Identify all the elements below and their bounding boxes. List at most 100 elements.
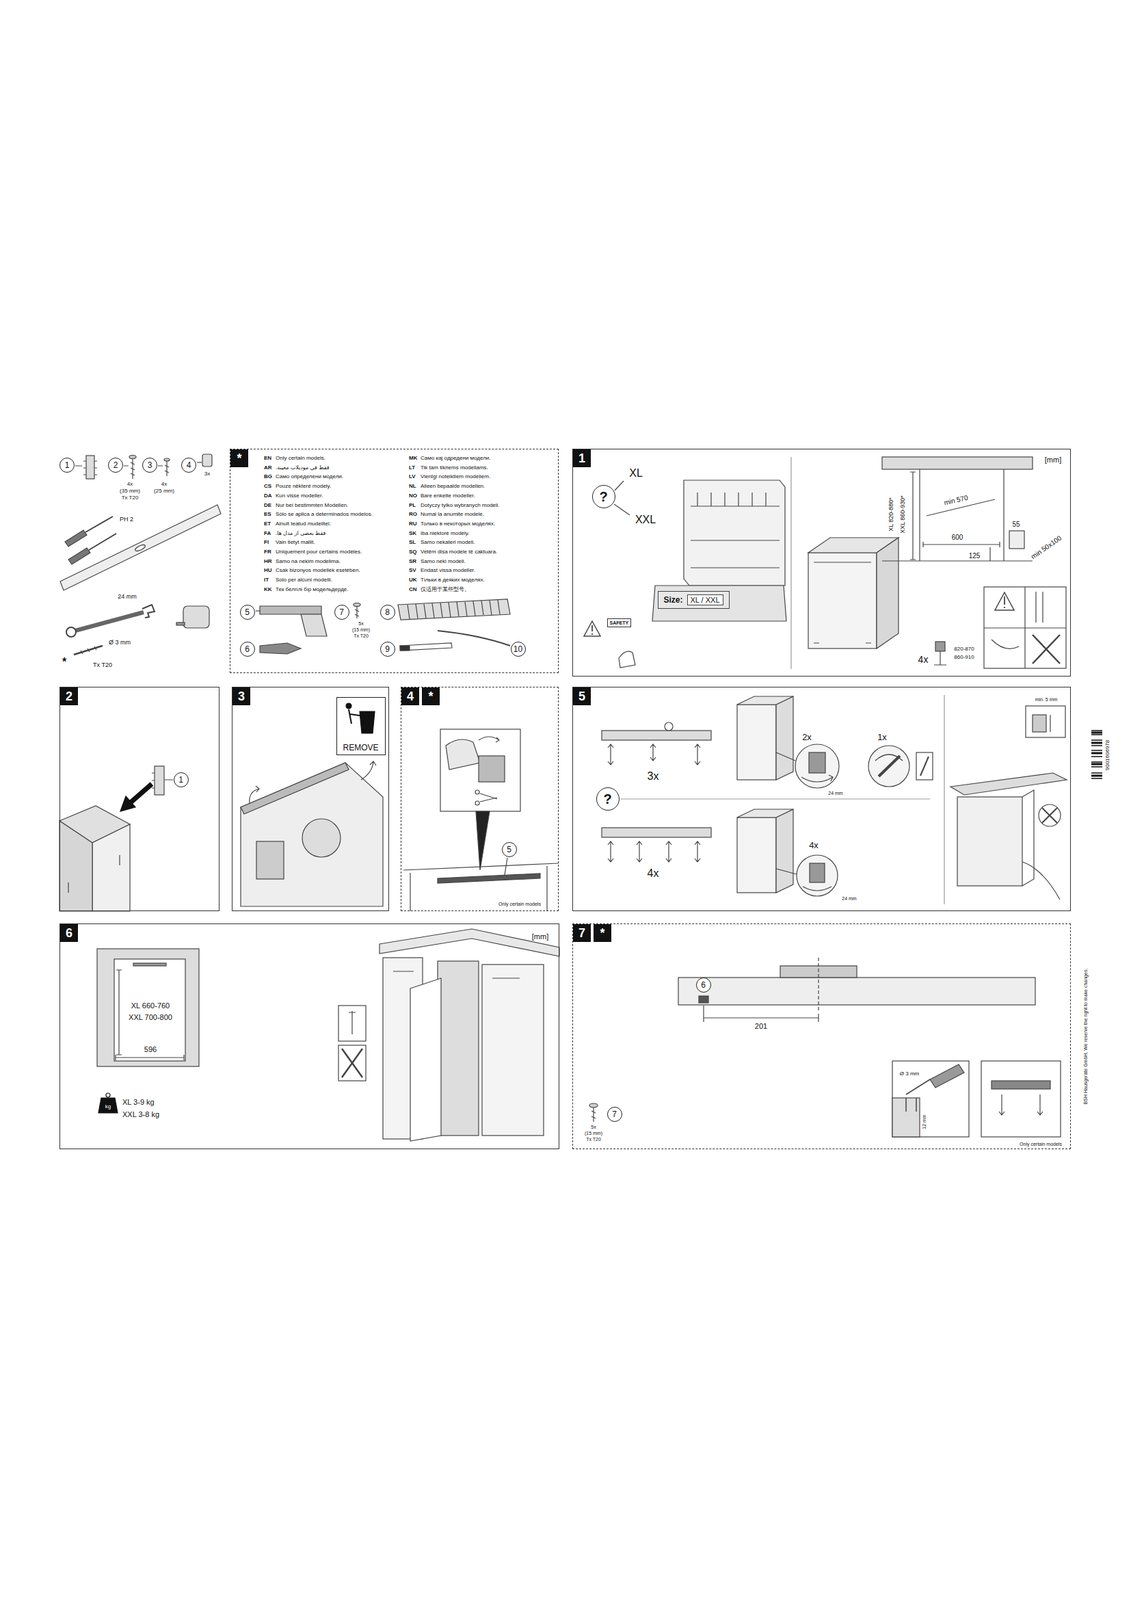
language-note: Само определени модели.: [274, 473, 344, 481]
language-code: SV: [408, 567, 418, 574]
dimension-label: XXL 700-800: [127, 1012, 174, 1021]
callout-text: 5: [244, 607, 250, 617]
language-code: CS: [263, 483, 273, 490]
step-panel: * 5 6 7 8 9 10: [229, 448, 559, 673]
language-code: MK: [408, 455, 418, 462]
bit-label: Tx T20: [352, 633, 370, 639]
language-note: Sólo se aplica a determinados modelos.: [274, 511, 374, 518]
step-tags: 7*: [573, 923, 615, 942]
language-note: Endast vissa modeller.: [419, 567, 476, 574]
dimension-label: XL 660-760: [130, 1001, 171, 1010]
note-label: Only certain models: [497, 901, 542, 907]
step-tags: *: [230, 449, 251, 468]
dimension-label: 201: [754, 1021, 768, 1030]
language-code: SL: [408, 539, 417, 546]
weight-label: XXL 3-8 kg: [121, 1109, 161, 1119]
step-panel: 6: [59, 923, 560, 1149]
bit-label: Tx T20: [121, 495, 140, 502]
dimension-label: 12 mm: [921, 1113, 928, 1129]
callout-text: 7: [611, 1109, 617, 1119]
callout-number: 6: [696, 977, 712, 993]
callout-text: 3: [147, 460, 153, 470]
language-code: EN: [263, 455, 273, 462]
barcode-number: 9001606978: [1105, 739, 1112, 772]
quantity-label: 2x: [801, 732, 813, 742]
callout-text: 10: [513, 644, 523, 654]
step-tags: 1: [573, 449, 594, 468]
language-code: HU: [263, 567, 273, 574]
callout-text: 7: [339, 607, 344, 617]
step-tags: 3: [232, 687, 254, 705]
dimension-label: min. 5 mm: [1034, 696, 1059, 703]
language-code: UK: [408, 577, 418, 584]
language-note: Samo neki modeli.: [419, 557, 467, 565]
size-sticker: Size:XL / XXL: [657, 590, 730, 609]
language-code: ES: [263, 511, 273, 518]
callout-text: 2: [113, 460, 119, 470]
language-note: Dotyczy tylko wybranych modeli.: [419, 501, 501, 509]
language-code: DE: [263, 501, 273, 509]
tool-label: 24 mm: [827, 790, 844, 796]
step-number: 1: [573, 449, 591, 468]
dimension-label: min 570: [942, 493, 969, 507]
quantity-label: 4x: [917, 654, 930, 665]
language-code: NO: [408, 492, 418, 499]
quantity-label: 5x: [590, 1124, 597, 1130]
language-code: DA: [263, 492, 273, 499]
size-text: Size:: [663, 594, 684, 605]
language-note: Uniquement pour certains modèles.: [274, 549, 363, 556]
language-note: Только в некоторых моделях.: [419, 520, 496, 527]
step-tags: 5: [573, 687, 594, 705]
step-panel: 5?: [572, 686, 1071, 911]
tool-label: Ø 3 mm: [108, 639, 132, 647]
quantity-label: 1x: [876, 732, 888, 742]
language-note: Kun visse modeller.: [274, 492, 324, 499]
question-mark: ?: [603, 791, 612, 806]
callout-number: 5: [501, 841, 517, 857]
note-label: Only certain models: [1018, 1141, 1063, 1147]
language-note: Samo na nekim modelima.: [274, 557, 342, 565]
quantity-label: 4x: [160, 481, 168, 488]
language-code: NL: [408, 483, 418, 490]
callout-text: 6: [244, 644, 250, 654]
quantity-label: 4x: [808, 840, 820, 850]
language-code: PL: [408, 501, 417, 509]
callout-text: 4: [186, 460, 192, 470]
step-number: *: [421, 687, 440, 705]
language-note: Тек белгілі бір модельдерде.: [274, 586, 350, 593]
question-circle: ?: [592, 484, 616, 509]
language-note: 仅适用于某些型号。: [419, 586, 471, 593]
callout-text: 1: [178, 775, 184, 784]
dimension-label: 600: [951, 533, 965, 541]
dimension-label: 125: [968, 551, 982, 560]
language-note: Alleen bepaalde modellen.: [419, 483, 486, 490]
language-code: SQ: [408, 549, 418, 556]
length-label: (15 mm): [351, 627, 371, 633]
language-code: LT: [408, 464, 416, 471]
language-note: Solo per alcuni modelli.: [274, 577, 334, 584]
language-code: SK: [408, 529, 418, 537]
callout-text: 9: [384, 644, 390, 654]
manual-title: SAFETY: [609, 620, 630, 625]
language-note: Numai la anumite modele.: [419, 511, 485, 518]
language-note: Vetëm disa modele të caktuara.: [419, 549, 498, 556]
callout-number: 1: [59, 457, 75, 473]
callout-number: 8: [380, 604, 396, 620]
step-number: 6: [60, 923, 78, 942]
step-number: *: [230, 449, 249, 468]
safety-manual: SAFETY: [607, 618, 632, 628]
size-option: XL: [628, 467, 644, 480]
language-note: Pouze některé modely.: [274, 483, 332, 490]
step-panel: 3REMOVE: [231, 686, 390, 911]
footnote-star: *: [61, 655, 68, 669]
callout-number: 6: [240, 641, 256, 657]
step-number: 5: [573, 687, 591, 705]
language-code: KK: [263, 586, 273, 593]
weight-unit: kg: [104, 1103, 112, 1110]
length-label: (35 mm): [118, 488, 141, 495]
callout-number: 10: [510, 641, 526, 657]
language-note: فقط في موديلات معينة.: [274, 464, 331, 471]
